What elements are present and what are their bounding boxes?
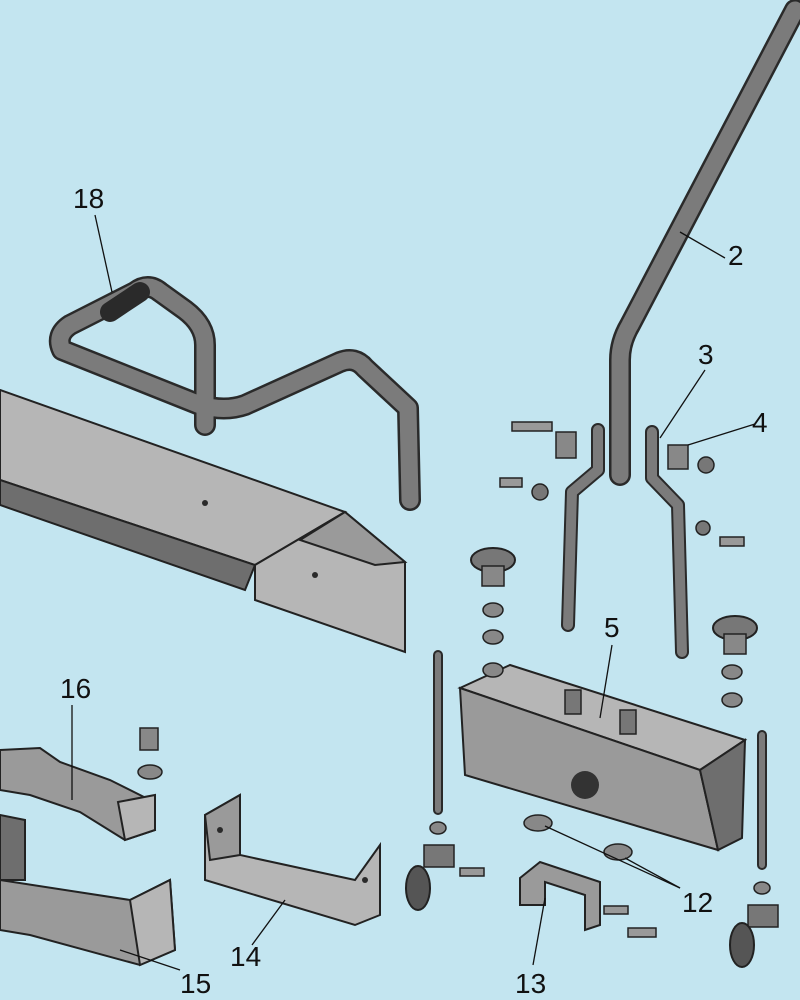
part-5-main-block	[457, 547, 758, 852]
label-16: 16	[60, 673, 91, 704]
housing-cover	[0, 388, 408, 654]
part-number-labels: 18 2 3 4 5 16 12 14 15 13	[60, 183, 768, 999]
part-16-bracket	[0, 727, 163, 842]
part-15-base	[0, 813, 177, 967]
label-5: 5	[604, 612, 620, 643]
label-18: 18	[73, 183, 104, 214]
rods-and-casters	[405, 650, 779, 968]
label-14: 14	[230, 941, 261, 972]
leader-lines	[71, 214, 756, 971]
label-3: 3	[698, 339, 714, 370]
label-12: 12	[682, 887, 713, 918]
part-2-handle	[609, 0, 800, 486]
label-13: 13	[515, 968, 546, 999]
part-13-bracket	[519, 860, 601, 932]
part-3-brackets	[561, 423, 689, 659]
part-18-tube-frame	[48, 276, 421, 511]
label-15: 15	[180, 968, 211, 999]
part-14-channel	[203, 793, 381, 927]
label-2: 2	[728, 240, 744, 271]
label-4: 4	[752, 407, 768, 438]
part-12-pins	[459, 814, 657, 938]
part-4-fasteners	[499, 421, 745, 547]
